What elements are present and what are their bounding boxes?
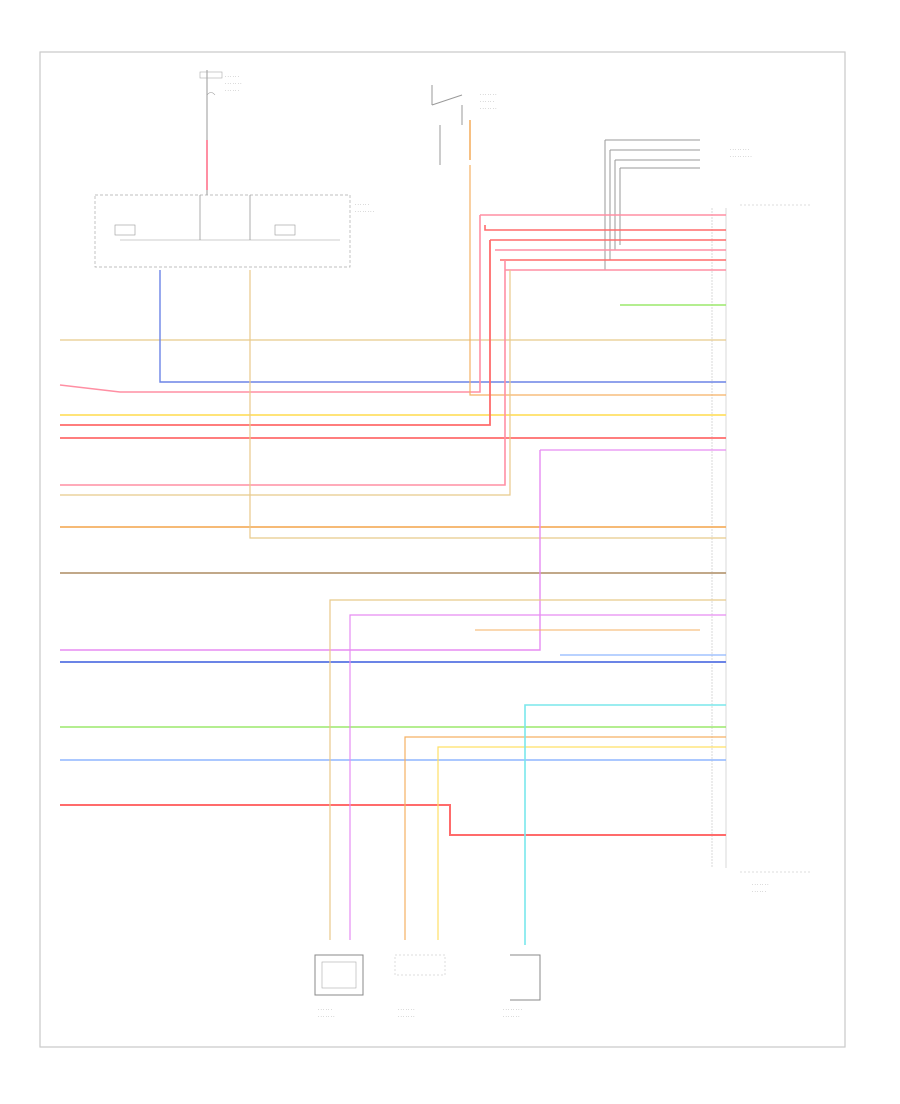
svg-text:. . . . . . .: . . . . . . . (398, 1013, 415, 1018)
wire-pink-3 (60, 260, 506, 486)
wire-orange-1 (469, 165, 726, 396)
svg-text:. . . . . . .: . . . . . . . (225, 80, 242, 85)
svg-text:. . . . . . . .: . . . . . . . . (730, 146, 749, 151)
svg-text:. . . . . . .: . . . . . . . (480, 105, 497, 110)
wire-yellow-2 (437, 746, 726, 940)
svg-text:. . . . . . . .: . . . . . . . . (355, 208, 374, 213)
wire-tan-4 (329, 599, 726, 940)
relay-module-box: . . . . . . . . . . . . . . (94, 194, 374, 268)
svg-text:. . . . . .: . . . . . . (480, 98, 494, 103)
svg-text:. . . . . . . . .: . . . . . . . . . (730, 153, 752, 158)
svg-text:. . . . . . .: . . . . . . . (398, 1006, 415, 1011)
wire-blue-1 (159, 270, 726, 383)
svg-text:. . . . . .: . . . . . . (318, 1006, 332, 1011)
wire-red-7 (60, 240, 491, 426)
svg-text:. . . . . . . .: . . . . . . . . (503, 1006, 522, 1011)
svg-text:. . . . . .: . . . . . . (225, 73, 239, 78)
svg-text:. . . . . .: . . . . . . (752, 888, 766, 893)
ecm-connector-column: . . . . . . . . . . . . . (711, 204, 812, 893)
wire-cyan-1 (524, 704, 726, 945)
wire-red-2 (484, 225, 726, 231)
wire-tan-2 (60, 270, 511, 496)
svg-text:. . . . . . .: . . . . . . . (480, 91, 497, 96)
wire-group (59, 165, 726, 945)
wire-pink-2 (59, 215, 481, 393)
wire-orange-3 (404, 736, 726, 940)
diagram-frame (39, 51, 846, 1048)
switch-component: . . . . . . . . . . . . . . . . . . . . (431, 85, 497, 165)
fuse-block: . . . . . . . . . . . . . . . . . . . (199, 70, 242, 195)
svg-text:. . . . . . .: . . . . . . . (318, 1013, 335, 1018)
bottom-components: . . . . . . . . . . . . . . . . . . . . … (314, 954, 541, 1018)
wire-violet-3 (349, 614, 726, 940)
svg-text:. . . . . . .: . . . . . . . (503, 1013, 520, 1018)
wire-tan-3 (249, 270, 726, 539)
wire-violet-2 (60, 450, 541, 651)
svg-text:. . . . . . .: . . . . . . . (752, 881, 769, 886)
top-right-connector: . . . . . . . . . . . . . . . . . (604, 139, 752, 270)
svg-text:. . . . . .: . . . . . . (355, 201, 369, 206)
wire-red-9 (60, 804, 726, 836)
svg-text:. . . . . .: . . . . . . (225, 87, 239, 92)
